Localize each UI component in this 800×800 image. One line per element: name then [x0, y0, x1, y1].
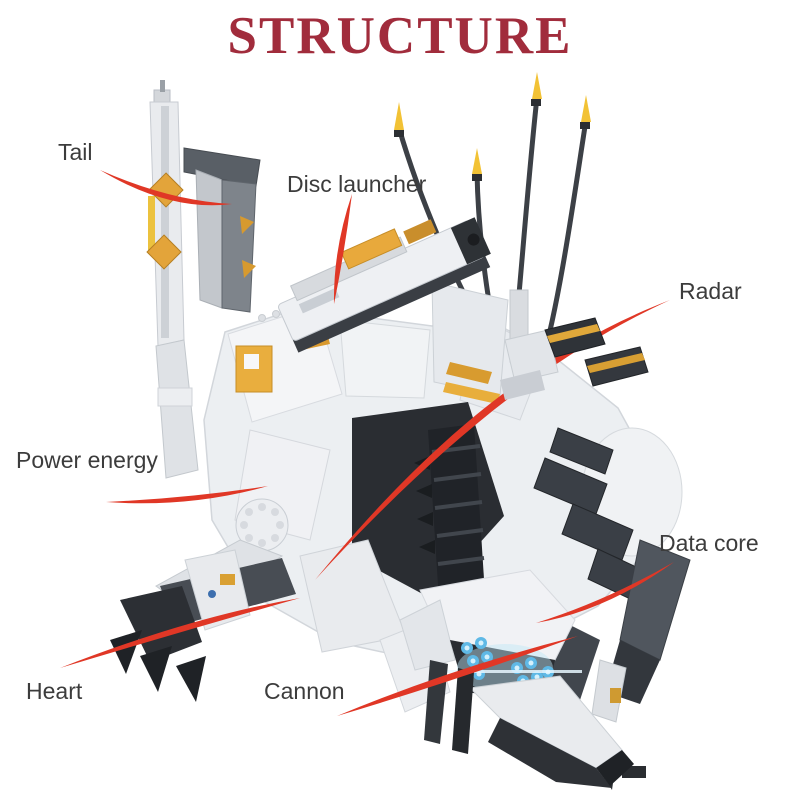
antenna-tip	[581, 95, 591, 122]
lens-flare	[432, 670, 582, 673]
radar-yellow-stripe	[587, 353, 645, 373]
antenna-tip	[472, 148, 482, 174]
hind-shin-plate	[592, 660, 626, 722]
label-heart: Heart	[26, 678, 83, 704]
antenna-collar	[394, 130, 404, 137]
top-mid-plate	[340, 320, 430, 398]
tail-yellow-diamonds	[147, 173, 256, 278]
ankle-blue-dot	[208, 590, 216, 598]
yellow-wedge	[240, 216, 254, 234]
shoulder-panel-inset	[244, 354, 259, 369]
arrow-cannon-callout	[337, 636, 578, 716]
ankle-yellow-bit	[220, 574, 235, 585]
head	[380, 570, 634, 788]
launcher-orange-block-small	[403, 219, 437, 245]
launcher-greeble	[298, 287, 340, 314]
tail-knuckle	[158, 388, 192, 406]
tail-rod	[161, 106, 169, 338]
antenna-collar	[531, 99, 541, 106]
antenna-tip	[394, 102, 404, 130]
yellow-wedge	[242, 260, 256, 278]
tail-yellow-strip	[148, 196, 155, 254]
jaw-tip	[596, 750, 634, 786]
callout-arrows	[60, 170, 674, 716]
radar-strut	[500, 370, 545, 400]
label-cannon: Cannon	[264, 678, 345, 704]
arrow-power-energy-callout	[106, 486, 268, 504]
radar-support	[505, 330, 558, 382]
ankle-block	[185, 550, 250, 630]
tail-fin-inner	[196, 170, 222, 308]
label-tail: Tail	[58, 139, 93, 165]
head-side-fin	[400, 600, 455, 670]
disc-launcher-part	[268, 217, 491, 353]
label-data-core: Data core	[659, 530, 759, 556]
tail-part	[147, 80, 260, 478]
rib-spine	[428, 424, 486, 616]
arrow-disc-launcher-callout	[333, 194, 352, 304]
front-left-leg	[110, 430, 330, 702]
right-side-slats	[534, 428, 653, 605]
hind-yellow-bit	[610, 688, 621, 703]
antenna-collar	[472, 174, 482, 181]
label-radar: Radar	[679, 278, 742, 304]
tail-antenna-stub	[160, 80, 165, 92]
tail-fin-side	[222, 180, 256, 312]
mandible-post	[452, 668, 474, 754]
radar-yellow-stripe	[547, 324, 600, 343]
gold-stripe	[446, 362, 492, 384]
arrow-tail-callout	[100, 170, 232, 206]
knee-studs	[240, 503, 284, 547]
launcher-orange-block	[341, 229, 401, 269]
radar-part	[500, 318, 648, 400]
antenna-tip	[532, 72, 542, 99]
body-armor	[204, 282, 682, 662]
antenna-collar	[580, 122, 590, 129]
foot-block	[120, 586, 202, 662]
hind-legs	[545, 540, 690, 790]
label-power-energy: Power energy	[16, 447, 158, 473]
foot-claws	[110, 630, 206, 702]
yellow-diamond	[147, 235, 181, 269]
lower-jaw	[488, 718, 612, 788]
label-disc-launcher: Disc launcher	[287, 171, 427, 197]
page-title: STRUCTURE	[227, 7, 573, 65]
muzzle-bore	[467, 233, 480, 246]
gold-stripe	[443, 382, 500, 404]
tail-lower-link	[156, 340, 198, 478]
